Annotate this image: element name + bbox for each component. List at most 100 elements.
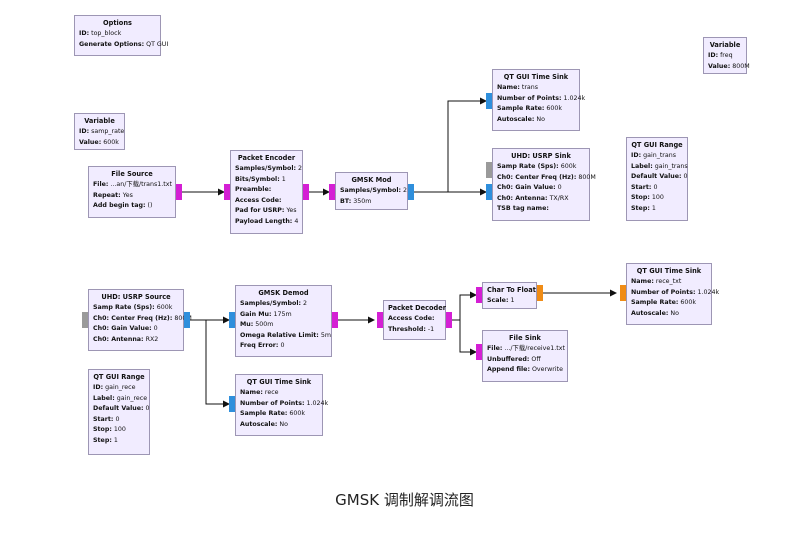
param-value: 1.024k bbox=[695, 288, 720, 296]
block-param: Preamble: bbox=[235, 185, 298, 196]
port-gmsk-demod-in[interactable] bbox=[229, 312, 235, 328]
param-key: Step: bbox=[93, 436, 112, 444]
param-value: 0 bbox=[151, 325, 158, 333]
port-packet-encoder-in[interactable] bbox=[224, 184, 230, 200]
port-usrp-source-out[interactable] bbox=[184, 312, 190, 328]
wire-usrp-source-to-qt-sink-rece[interactable] bbox=[205, 320, 230, 408]
port-usrp-sink-in[interactable] bbox=[486, 184, 492, 200]
block-param: Ch0: Center Freq (Hz): 800M bbox=[497, 173, 596, 184]
param-key: Payload Length: bbox=[235, 217, 293, 225]
param-key: Samples/Symbol: bbox=[340, 187, 402, 194]
param-key: Name: bbox=[240, 389, 263, 396]
wire-gmsk-mod-to-qt-sink-trans[interactable] bbox=[414, 97, 487, 193]
param-key: Freq Error: bbox=[240, 342, 279, 350]
block-param: Threshold: -1 bbox=[388, 325, 441, 336]
block-param: Bits/Symbol: 1 bbox=[235, 175, 298, 186]
param-key: Autoscale: bbox=[631, 309, 669, 317]
port-packet-encoder-out[interactable] bbox=[303, 184, 309, 200]
block-param: Sample Rate: 600k bbox=[497, 104, 575, 115]
param-key: Ch0: Center Freq (Hz): bbox=[497, 173, 577, 181]
param-value: 2 bbox=[401, 187, 408, 194]
block-title: QT GUI Time Sink bbox=[636, 267, 702, 275]
param-value: 800M bbox=[172, 314, 192, 322]
block-param: Samp Rate (Sps): 600k bbox=[93, 303, 179, 314]
param-value: gain_rece bbox=[103, 384, 136, 391]
port-usrp-sink-message-in[interactable] bbox=[486, 162, 492, 178]
param-value: 0 bbox=[143, 405, 150, 413]
param-value: gain_trans bbox=[641, 152, 677, 159]
param-value: .../下载/receive1.txt bbox=[502, 345, 565, 352]
wire-packet-decoder-to-char-to-float[interactable] bbox=[452, 291, 477, 321]
param-key: Step: bbox=[631, 204, 650, 212]
param-value: QT GUI bbox=[144, 40, 169, 48]
param-key: Repeat: bbox=[93, 191, 121, 199]
block-param: Add begin tag: () bbox=[93, 201, 171, 212]
block-title: Packet Decoder bbox=[388, 304, 446, 312]
param-key: Gain Mu: bbox=[240, 310, 272, 318]
param-key: Ch0: Gain Value: bbox=[497, 184, 556, 192]
param-key: Mu: bbox=[240, 321, 254, 329]
port-file-source-out[interactable] bbox=[176, 184, 182, 200]
param-value: Overwrite bbox=[529, 366, 563, 374]
port-usrp-source-message-in[interactable] bbox=[82, 312, 88, 328]
port-packet-decoder-out[interactable] bbox=[446, 312, 452, 328]
param-key: Number of Points: bbox=[631, 288, 696, 296]
wire-packet-decoder-to-file-sink[interactable] bbox=[459, 320, 477, 356]
port-gmsk-demod-out[interactable] bbox=[332, 312, 338, 328]
block-param: Omega Relative Limit: 5m bbox=[240, 331, 331, 342]
param-key: Label: bbox=[93, 394, 115, 402]
param-key: Ch0: Center Freq (Hz): bbox=[93, 314, 173, 322]
block-title: Packet Encoder bbox=[237, 154, 296, 162]
param-key: ID: bbox=[79, 128, 90, 135]
param-value: gain_trans bbox=[652, 162, 688, 170]
param-key: Access Code: bbox=[235, 196, 282, 204]
block-param: Ch0: Center Freq (Hz): 800M bbox=[93, 314, 192, 325]
port-packet-decoder-in[interactable] bbox=[377, 312, 383, 328]
port-char-to-float-out[interactable] bbox=[537, 285, 543, 301]
param-key: BT: bbox=[340, 197, 352, 205]
param-key: File: bbox=[93, 181, 109, 188]
param-value: 5m bbox=[318, 331, 331, 339]
block-param: Payload Length: 4 bbox=[235, 217, 298, 228]
param-key: Sample Rate: bbox=[497, 105, 545, 113]
block-param: Samples/Symbol: 2 bbox=[240, 299, 327, 310]
block-param: Access Code: bbox=[235, 196, 298, 207]
param-key: Autoscale: bbox=[497, 115, 535, 123]
param-value: 1 bbox=[508, 297, 515, 304]
port-gmsk-mod-out[interactable] bbox=[408, 184, 414, 200]
block-title: QT GUI Range bbox=[93, 373, 145, 381]
param-value: 800M bbox=[730, 62, 750, 70]
param-key: Generate Options: bbox=[79, 40, 145, 48]
param-value: 2 bbox=[296, 165, 303, 172]
port-file-sink-in[interactable] bbox=[476, 344, 482, 360]
port-qt-sink-trans-in[interactable] bbox=[486, 93, 492, 109]
param-value: freq bbox=[718, 52, 733, 59]
port-qt-sink-rece-in[interactable] bbox=[229, 396, 235, 412]
port-qt-sink-rece-txt-in[interactable] bbox=[620, 285, 626, 301]
block-param: Unbuffered: Off bbox=[487, 355, 563, 366]
block-param: Samples/Symbol: 2 bbox=[235, 164, 302, 175]
param-value: 350m bbox=[351, 197, 372, 205]
param-value: samp_rate bbox=[89, 128, 125, 135]
port-gmsk-mod-in[interactable] bbox=[329, 184, 335, 200]
param-key: Default Value: bbox=[631, 173, 682, 181]
block-param: Name: rece_txt bbox=[631, 277, 707, 288]
port-char-to-float-in[interactable] bbox=[476, 287, 482, 303]
